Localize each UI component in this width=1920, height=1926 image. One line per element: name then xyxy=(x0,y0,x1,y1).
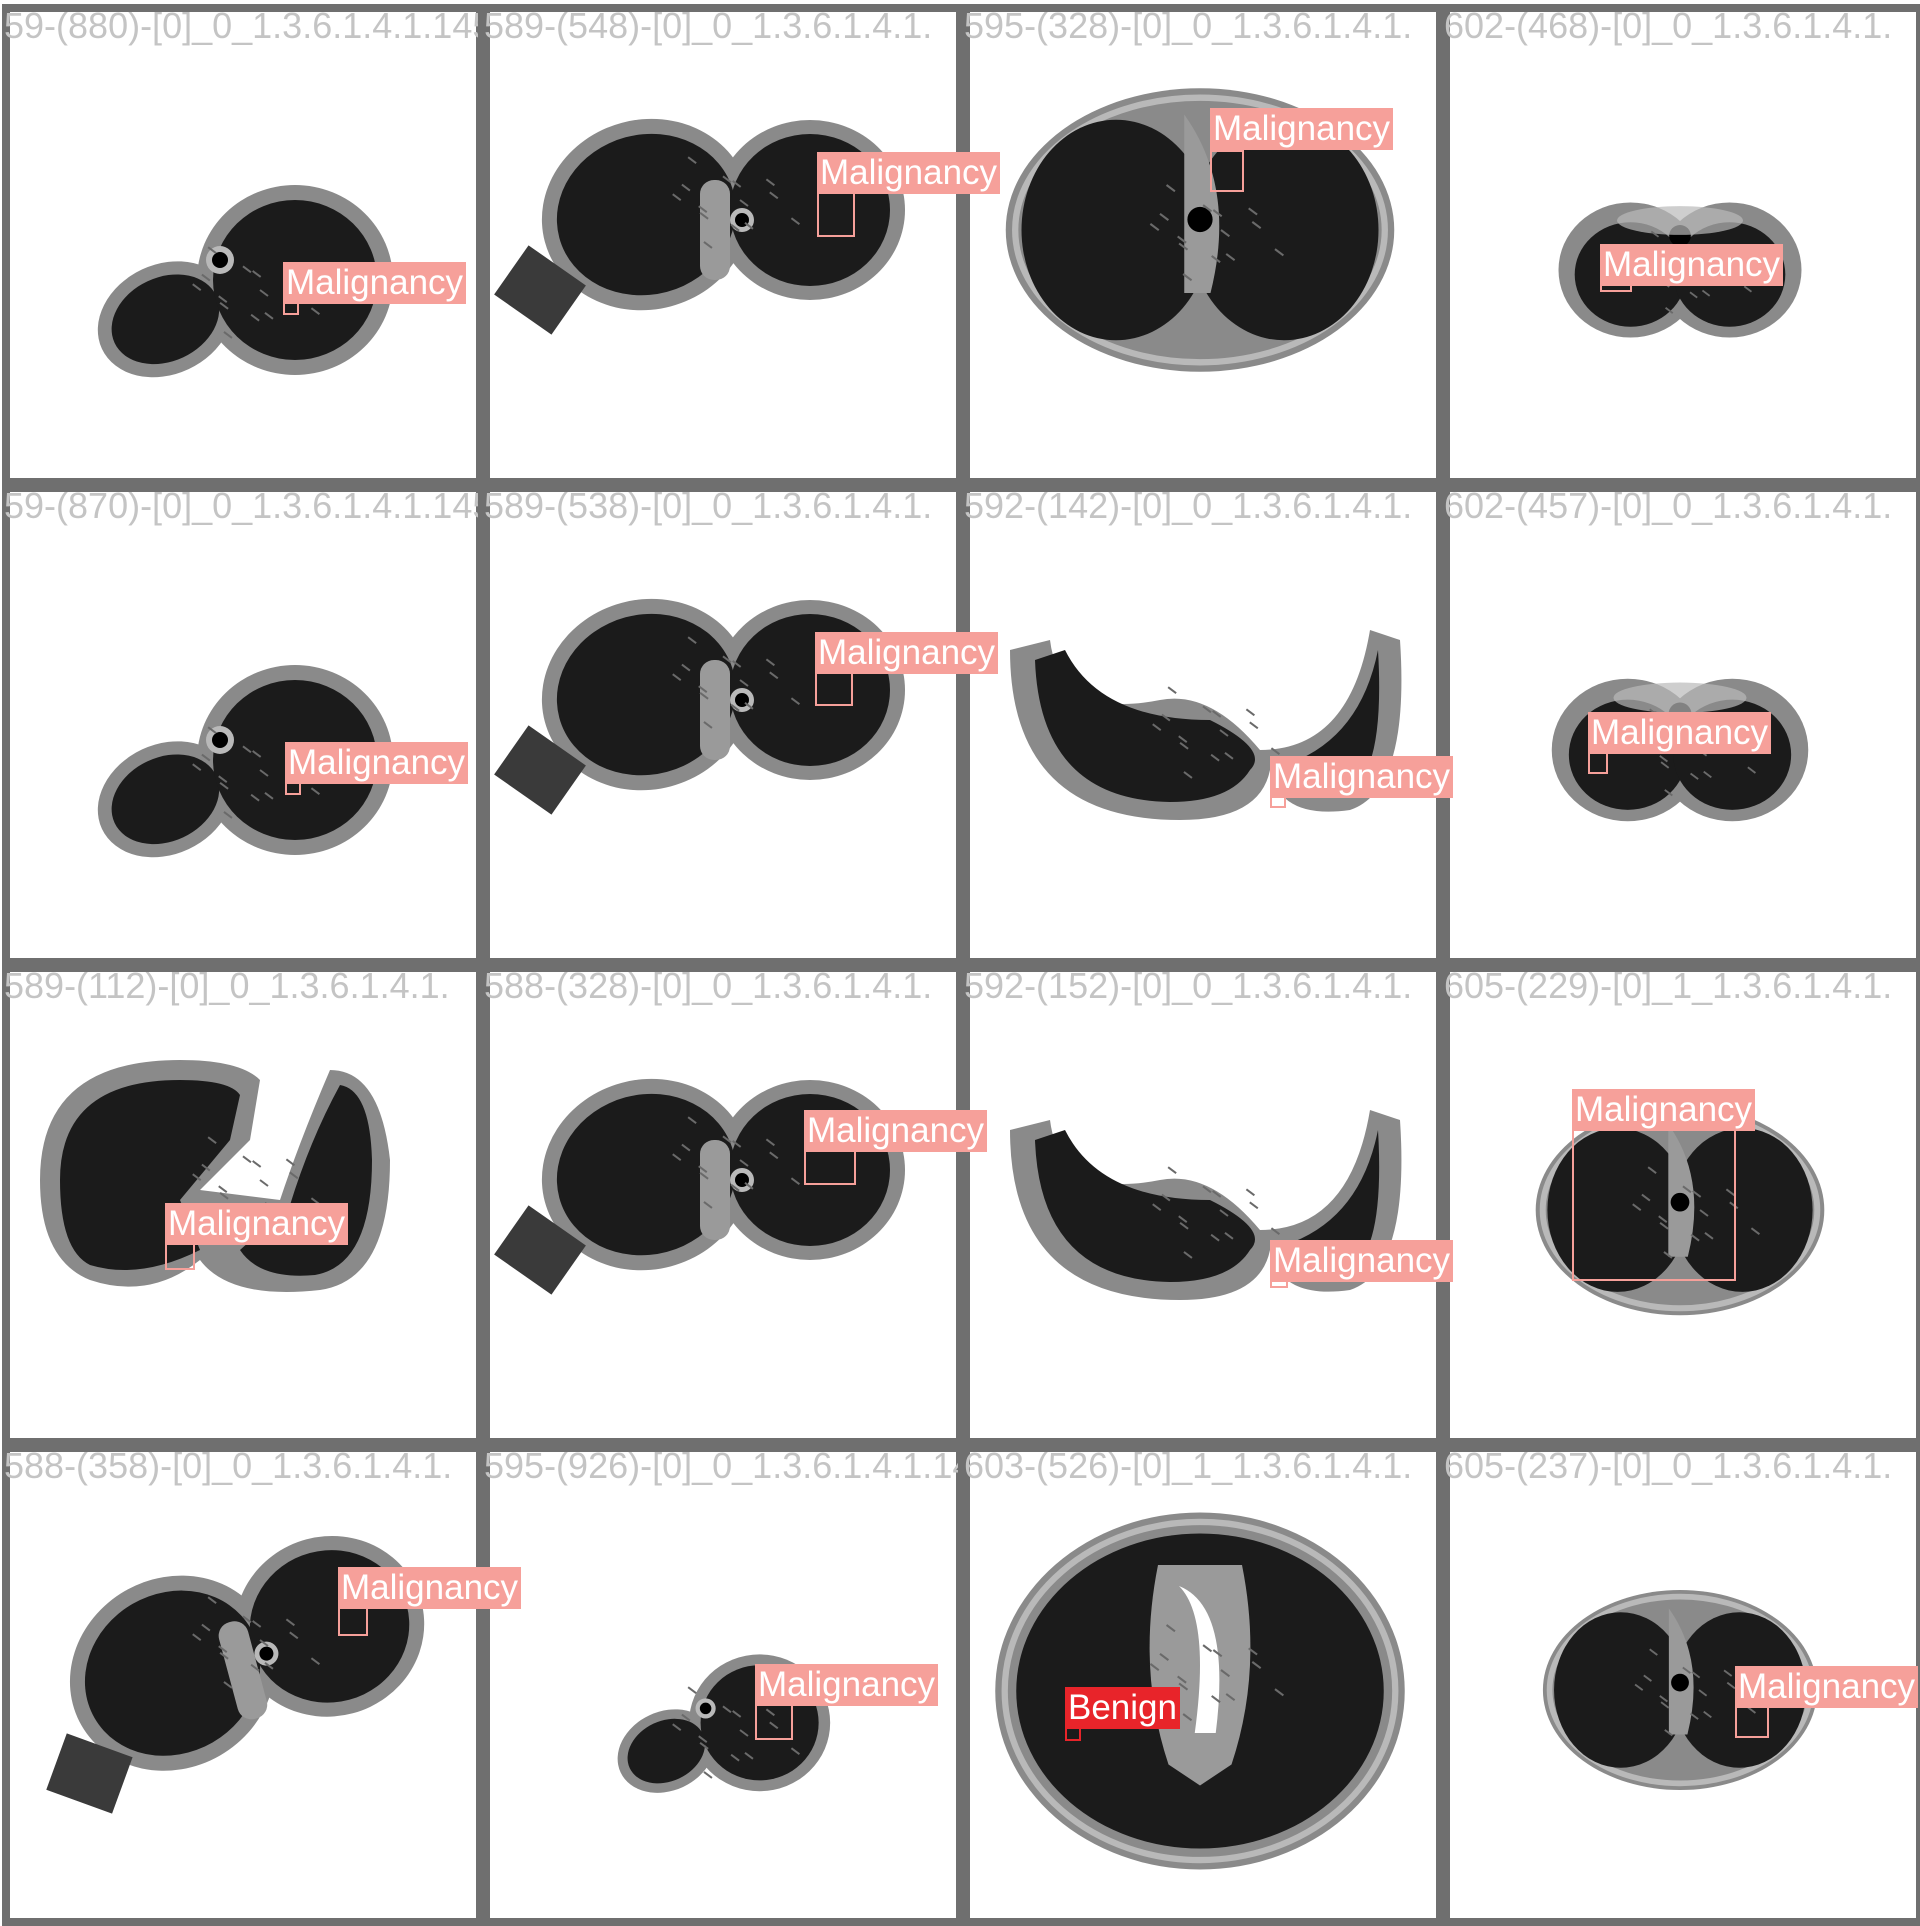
detection-box xyxy=(1572,1127,1736,1281)
filename-label: 59-(880)-[0]_0_1.3.6.1.4.1.14519.5.2.1 xyxy=(4,6,478,46)
ct-scan-image xyxy=(995,1512,1405,1870)
scan-tile: 589-(112)-[0]_0_1.3.6.1.4.1. Malignancy xyxy=(0,960,484,1446)
scan-tile: 605-(237)-[0]_0_1.3.6.1.4.1. Malignancy xyxy=(1440,1440,1920,1926)
scan-tile: 588-(358)-[0]_0_1.3.6.1.4.1. Malignancy xyxy=(0,1440,522,1926)
malignancy-label: Malignancy xyxy=(1600,244,1784,286)
ct-scan-image xyxy=(1542,1589,1818,1791)
scan-tile: 602-(457)-[0]_0_1.3.6.1.4.1. Malignancy xyxy=(1440,480,1920,966)
malignancy-label: Malignancy xyxy=(338,1567,522,1609)
ct-scan-image xyxy=(1005,88,1395,372)
scan-tile: 595-(328)-[0]_0_1.3.6.1.4.1. Malignancy xyxy=(960,0,1444,486)
scan-tile: 602-(468)-[0]_0_1.3.6.1.4.1. Malignancy xyxy=(1440,0,1920,486)
filename-label: 605-(237)-[0]_0_1.3.6.1.4.1. xyxy=(1444,1446,1893,1486)
ct-scan-image xyxy=(1010,1110,1402,1300)
filename-label: 592-(142)-[0]_0_1.3.6.1.4.1. xyxy=(964,486,1413,526)
malignancy-label: Malignancy xyxy=(285,742,469,784)
scan-tile: 605-(229)-[0]_1_1.3.6.1.4.1. Malignancy xyxy=(1440,960,1920,1446)
malignancy-label: Malignancy xyxy=(1270,1240,1454,1282)
malignancy-label: Malignancy xyxy=(755,1664,939,1706)
ct-scan-image xyxy=(97,185,393,378)
scan-tile: 589-(538)-[0]_0_1.3.6.1.4.1. Malignancy xyxy=(480,480,999,966)
detection-box xyxy=(804,1147,856,1185)
filename-label: 589-(548)-[0]_0_1.3.6.1.4.1. xyxy=(484,6,933,46)
ct-scan-image xyxy=(494,118,905,335)
ct-scan-image xyxy=(494,1078,905,1295)
malignancy-label: Malignancy xyxy=(165,1203,349,1245)
scan-tile: 588-(328)-[0]_0_1.3.6.1.4.1. Malignancy xyxy=(480,960,988,1446)
malignancy-label: Malignancy xyxy=(804,1110,988,1152)
filename-label: 603-(526)-[0]_1_1.3.6.1.4.1. xyxy=(964,1446,1413,1486)
malignancy-label: Malignancy xyxy=(283,262,467,304)
filename-label: 602-(457)-[0]_0_1.3.6.1.4.1. xyxy=(1444,486,1893,526)
scan-tile: 603-(526)-[0]_1_1.3.6.1.4.1. Benign xyxy=(960,1440,1444,1926)
filename-label: 589-(112)-[0]_0_1.3.6.1.4.1. xyxy=(4,966,450,1006)
scan-tile: 592-(142)-[0]_0_1.3.6.1.4.1. Malignancy xyxy=(960,480,1454,966)
malignancy-label: Malignancy xyxy=(1735,1666,1919,1708)
filename-label: 602-(468)-[0]_0_1.3.6.1.4.1. xyxy=(1444,6,1893,46)
detection-box xyxy=(815,670,853,706)
ct-scan-image xyxy=(40,1060,390,1292)
ct-scan-image xyxy=(494,598,905,815)
malignancy-label: Malignancy xyxy=(815,632,999,674)
ct-scan-image xyxy=(1535,1104,1825,1316)
ct-scan-image xyxy=(97,665,393,858)
scan-tile: 59-(870)-[0]_0_1.3.6.1.4.1.14519.5.2.1Ma… xyxy=(0,480,484,966)
detection-box xyxy=(1735,1706,1769,1738)
malignancy-label: Malignancy xyxy=(1572,1089,1756,1131)
ct-scan-image xyxy=(1558,202,1802,338)
filename-label: 595-(328)-[0]_0_1.3.6.1.4.1. xyxy=(964,6,1413,46)
malignancy-label: Malignancy xyxy=(1270,756,1454,798)
filename-label: 595-(926)-[0]_0_1.3.6.1.4.1.14519.5.2.1 xyxy=(484,1446,958,1486)
detection-box xyxy=(1210,150,1244,192)
malignancy-label: Malignancy xyxy=(1210,108,1394,150)
scan-tile: 595-(926)-[0]_0_1.3.6.1.4.1.14519.5.2.1M… xyxy=(480,1440,964,1926)
filename-label: 589-(538)-[0]_0_1.3.6.1.4.1. xyxy=(484,486,933,526)
ct-scan-image xyxy=(46,1536,425,1814)
filename-label: 588-(328)-[0]_0_1.3.6.1.4.1. xyxy=(484,966,933,1006)
malignancy-label: Malignancy xyxy=(1588,712,1772,754)
filename-label: 605-(229)-[0]_1_1.3.6.1.4.1. xyxy=(1444,966,1893,1006)
scan-tile: 592-(152)-[0]_0_1.3.6.1.4.1. Malignancy xyxy=(960,960,1454,1446)
benign-label: Benign xyxy=(1065,1687,1180,1729)
ct-scan-image xyxy=(1010,630,1402,820)
filename-label: 59-(870)-[0]_0_1.3.6.1.4.1.14519.5.2.1 xyxy=(4,486,478,526)
scan-tile: 589-(548)-[0]_0_1.3.6.1.4.1. Malignancy xyxy=(480,0,1001,486)
scan-tile: 59-(880)-[0]_0_1.3.6.1.4.1.14519.5.2.1Ma… xyxy=(0,0,484,486)
malignancy-label: Malignancy xyxy=(817,152,1001,194)
detection-box xyxy=(755,1702,793,1740)
filename-label: 588-(358)-[0]_0_1.3.6.1.4.1. xyxy=(4,1446,453,1486)
filename-label: 592-(152)-[0]_0_1.3.6.1.4.1. xyxy=(964,966,1413,1006)
